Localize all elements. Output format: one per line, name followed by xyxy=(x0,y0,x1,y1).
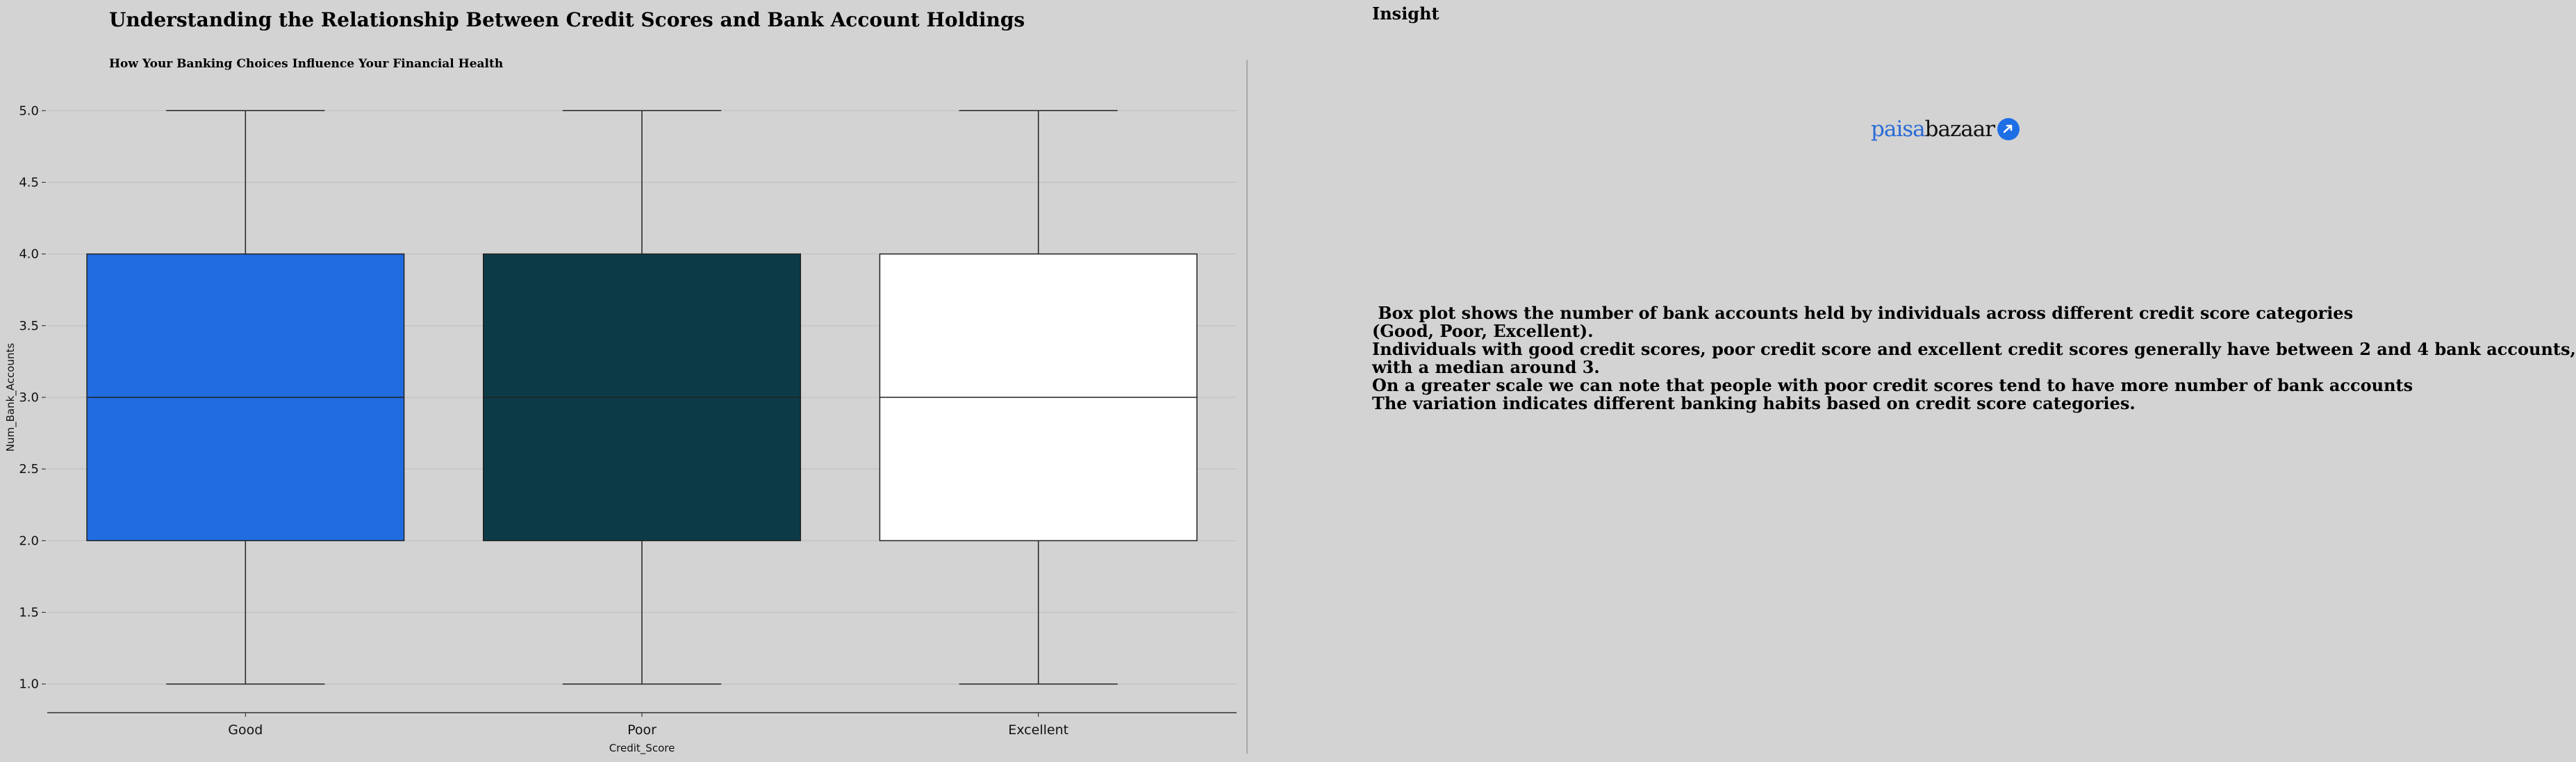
logo-text-paisa: paisa xyxy=(1871,117,1926,142)
y-tick-label: 1.0 xyxy=(19,677,39,692)
insight-line: with a median around 3. xyxy=(1372,357,1600,377)
insight-line: (Good, Poor, Excellent). xyxy=(1372,321,1594,341)
chart-title: Understanding the Relationship Between C… xyxy=(109,8,1025,31)
y-tick-label: 4.0 xyxy=(19,247,39,262)
y-tick-label: 3.0 xyxy=(19,390,39,405)
x-tick-label: Poor xyxy=(627,722,657,738)
arrow-icon xyxy=(1997,118,2020,140)
insight-line: Individuals with good credit scores, poo… xyxy=(1372,339,2576,359)
insight-line: On a greater scale we can note that peop… xyxy=(1372,375,2413,395)
y-tick-label: 5.0 xyxy=(19,103,39,118)
x-axis-label: Credit_Score xyxy=(609,742,675,755)
logo-text-bazaar: bazaar xyxy=(1924,117,1995,142)
chart-subtitle: How Your Banking Choices Influence Your … xyxy=(109,57,504,71)
y-tick-label: 4.5 xyxy=(19,175,39,190)
y-axis-label: Num_Bank_Accounts xyxy=(4,343,17,452)
insight-text: Box plot shows the number of bank accoun… xyxy=(1372,304,2576,413)
insight-line: The variation indicates different bankin… xyxy=(1372,393,2136,413)
x-tick-label: Excellent xyxy=(1008,722,1068,738)
x-tick-label: Good xyxy=(228,722,263,738)
y-tick-label: 1.5 xyxy=(19,606,39,620)
y-tick-label: 2.5 xyxy=(19,462,39,477)
y-tick-label: 3.5 xyxy=(19,319,39,333)
insight-heading: Insight xyxy=(1372,3,1439,24)
insight-line: Box plot shows the number of bank accoun… xyxy=(1372,303,2354,323)
y-tick-label: 2.0 xyxy=(19,533,39,548)
